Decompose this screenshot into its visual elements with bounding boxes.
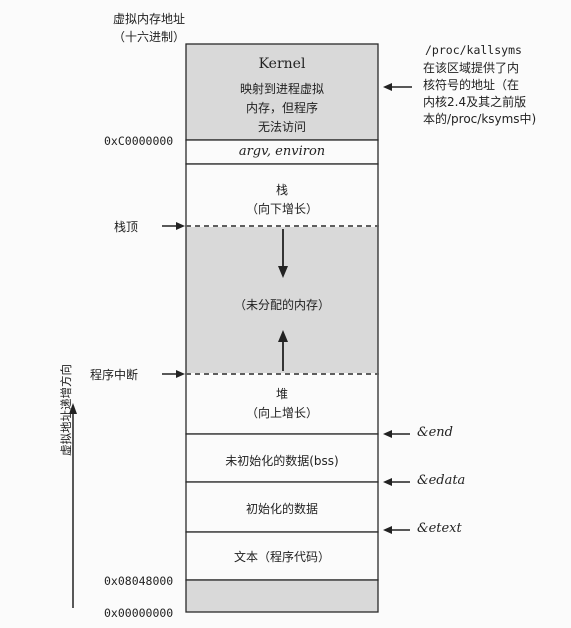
heap-label: 堆 （向上增长） [186, 385, 378, 423]
stack-label-line1: 栈 [275, 183, 288, 197]
unallocated-label: （未分配的内存） [233, 298, 330, 312]
stack-label-line2: （向下增长） [245, 202, 318, 216]
stack-region [185, 163, 379, 227]
stack-top-label: 栈顶 [114, 220, 139, 234]
kernel-desc-line2: 内存，但程序 [245, 101, 318, 115]
kernel-description: 映射到进程虚拟 内存，但程序 无法访问 [186, 80, 378, 137]
address-direction-arrowhead [69, 403, 77, 414]
program-break-label: 程序中断 [90, 368, 139, 382]
kallsyms-note-line2: 核符号的地址（在 [423, 78, 520, 92]
address-text-start: 0x08048000 [104, 574, 174, 588]
unallocated-region [185, 225, 379, 375]
kernel-desc-line3: 无法访问 [257, 120, 306, 134]
kallsyms-note-line1: 在该区域提供了内 [423, 61, 520, 75]
heap-growth-arrowhead [278, 330, 288, 342]
bss-label: 未初始化的数据(bss) [225, 454, 339, 468]
kallsyms-note-line4: 本的/proc/ksyms中) [423, 112, 537, 126]
stack-label: 栈 （向下增长） [186, 181, 378, 219]
data-label: 初始化的数据 [245, 502, 318, 516]
low-reserved-region [185, 579, 379, 613]
kernel-desc-line1: 映射到进程虚拟 [239, 82, 324, 96]
stack-growth-arrowhead [278, 266, 288, 278]
kallsyms-pointer-arrowhead [383, 83, 392, 91]
edata-pointer-arrowhead [383, 478, 392, 486]
bss-region [185, 433, 379, 483]
address-kernel-start: 0xC0000000 [104, 134, 174, 148]
etext-pointer-arrowhead [383, 526, 392, 534]
heap-label-line2: （向上增长） [245, 406, 318, 420]
edata-symbol: &edata [417, 473, 466, 488]
header-line1: 虚拟内存地址 [112, 12, 185, 26]
program-break-pointer-arrowhead [176, 370, 185, 378]
end-pointer-arrowhead [383, 430, 392, 438]
argv-label: argv, environ [238, 144, 326, 159]
kallsyms-note: 在该区域提供了内 核符号的地址（在 内核2.4及其之前版 本的/proc/ksy… [423, 60, 569, 128]
text-region [185, 531, 379, 581]
end-symbol: &end [417, 425, 453, 440]
address-direction-label: 虚拟地址递增方向 [59, 364, 73, 456]
heap-label-line1: 堆 [275, 387, 288, 401]
address-zero: 0x00000000 [104, 606, 174, 620]
argv-region [185, 139, 379, 165]
kallsyms-title: /proc/kallsyms [425, 43, 522, 57]
text-label: 文本（程序代码） [233, 550, 330, 564]
kallsyms-note-line3: 内核2.4及其之前版 [423, 95, 527, 109]
kernel-title: Kernel [258, 56, 306, 72]
header-label: 虚拟内存地址 （十六进制） [104, 10, 194, 46]
header-line2: （十六进制） [112, 30, 185, 44]
etext-symbol: &etext [417, 521, 462, 536]
stack-top-pointer-arrowhead [176, 222, 185, 230]
kernel-region [185, 43, 379, 141]
